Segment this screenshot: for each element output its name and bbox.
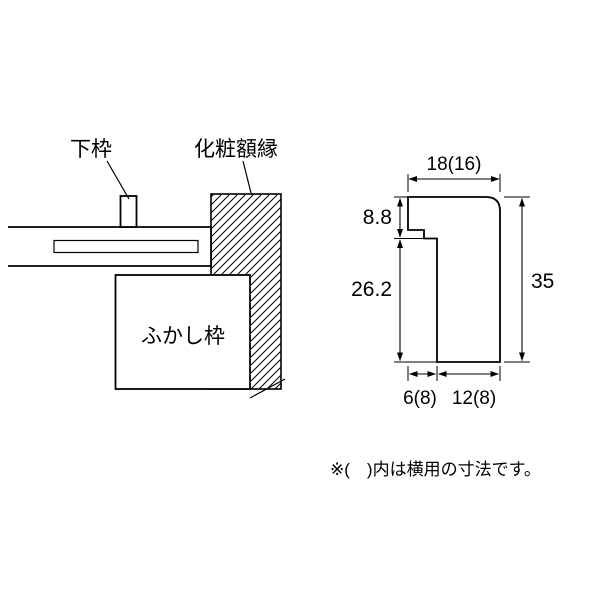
- dim-total-height: 35: [531, 270, 554, 293]
- dim-upper-height: 8.8: [363, 206, 392, 229]
- furring-frame-box: [114, 274, 251, 390]
- sill-hollow-slot: [53, 239, 199, 254]
- label-lower-frame: 下枠: [70, 138, 112, 161]
- hatch-break-line: [249, 378, 286, 399]
- dim-bottom-offset: 6(8): [403, 388, 437, 409]
- leader-line-lower-frame: [106, 160, 130, 200]
- section-view: 下枠 化粧額縁 ふかし枠: [8, 138, 286, 399]
- profile-view: 18(16) 35 8.8 26.2: [351, 154, 554, 409]
- label-decorative-frame: 化粧額縁: [194, 138, 278, 161]
- dim-lower-height: 26.2: [351, 278, 392, 301]
- lower-frame-tab: [119, 195, 138, 228]
- dim-bottom-width: 12(8): [452, 388, 496, 409]
- dim-left-heights-group: 8.8 26.2: [351, 196, 437, 363]
- dim-top-width-group: 18(16): [407, 154, 501, 192]
- leader-line-decorative-frame: [242, 160, 252, 194]
- label-furring-frame: ふかし枠: [141, 325, 225, 348]
- frame-profile-shape: [407, 196, 501, 363]
- dim-bottom-group: 6(8) 12(8): [403, 366, 501, 409]
- parentheses-note: ※( )内は横用の寸法です。: [330, 460, 541, 479]
- dim-total-height-group: 35: [504, 196, 554, 363]
- dim-top-width: 18(16): [427, 154, 482, 175]
